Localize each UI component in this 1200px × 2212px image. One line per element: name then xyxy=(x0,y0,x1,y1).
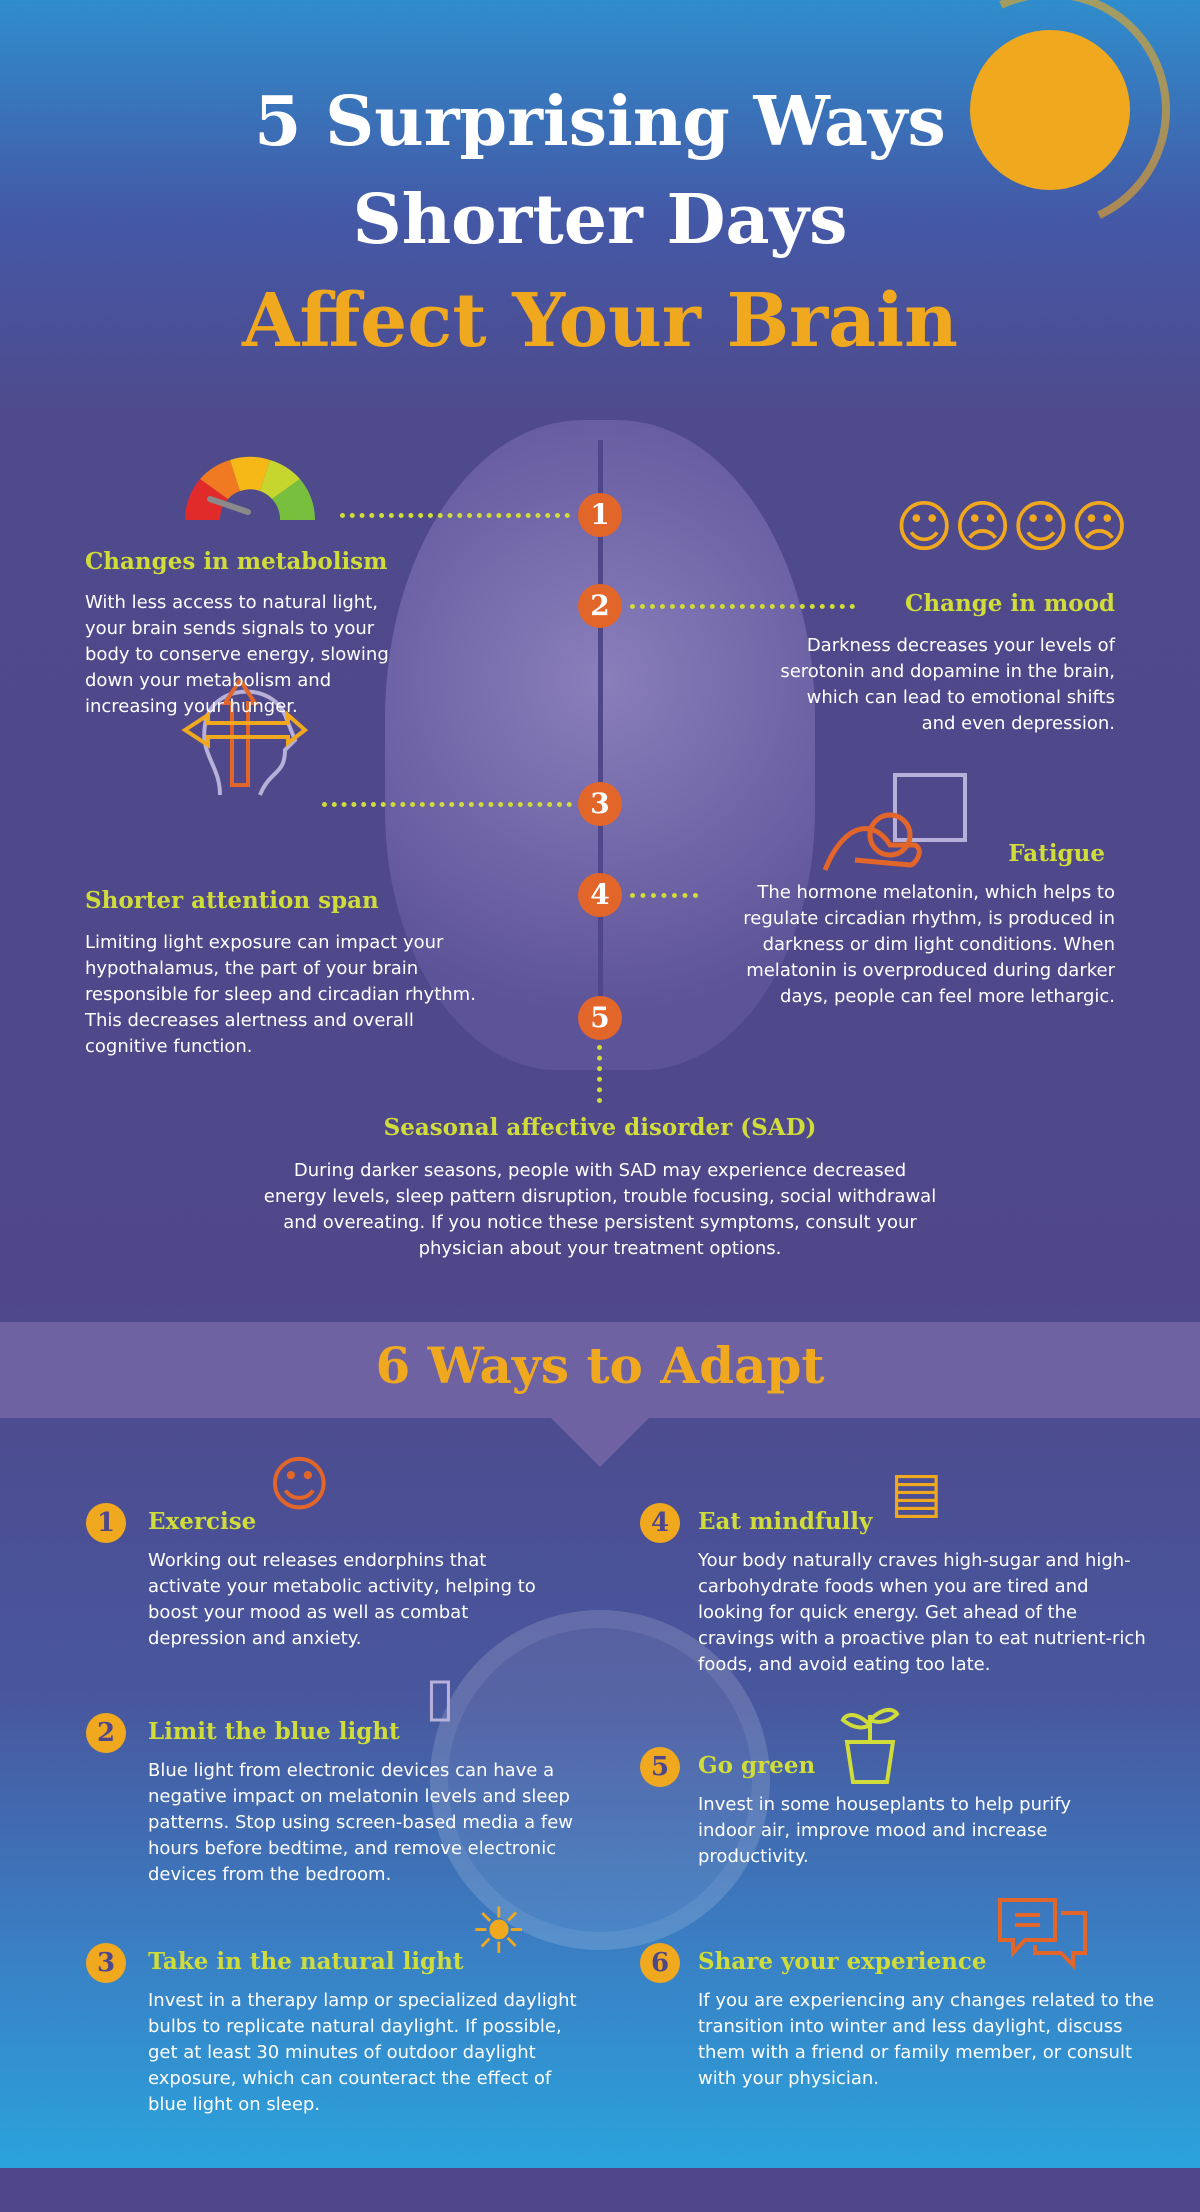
adapt-1-text: Working out releases endorphins that act… xyxy=(148,1550,536,1649)
adapt-1-number: 1 xyxy=(86,1503,126,1543)
adapt-4-text: Your body naturally craves high-sugar an… xyxy=(698,1550,1146,1675)
adapt-banner xyxy=(0,1322,1200,1418)
adapt-2-number: 2 xyxy=(86,1713,126,1753)
sun-icon xyxy=(970,30,1130,190)
tablet-icon: ▯ xyxy=(425,1665,455,1728)
connector-2 xyxy=(630,604,855,609)
adapt-6-title: Share your experience xyxy=(698,1948,987,1975)
adapt-5-text: Invest in some houseplants to help purif… xyxy=(698,1794,1072,1867)
adapt-2-text: Blue light from electronic devices can h… xyxy=(148,1760,574,1885)
adapt-6-text: If you are experiencing any changes rela… xyxy=(698,1990,1155,2089)
mood-swing-icon: ☺☹☺☹ xyxy=(895,495,1129,560)
adapt-1-title: Exercise xyxy=(148,1508,257,1535)
adapt-3-number: 3 xyxy=(86,1943,126,1983)
effect-4-text: The hormone melatonin, which helps to re… xyxy=(743,882,1115,1007)
effect-2-title: Change in mood xyxy=(905,590,1115,617)
connector-5 xyxy=(597,1045,602,1103)
adapt-5-number: 5 xyxy=(640,1747,680,1787)
footer-band xyxy=(0,2168,1200,2212)
marker-5: 5 xyxy=(578,996,622,1040)
effect-5-text: During darker seasons, people with SAD m… xyxy=(263,1160,937,1259)
marker-4: 4 xyxy=(578,873,622,917)
title-line-2: Shorter Days xyxy=(352,180,848,260)
effect-1-title: Changes in metabolism xyxy=(85,548,388,575)
houseplant-icon xyxy=(840,1707,900,1784)
connector-3 xyxy=(322,802,572,807)
exercise-icon: ☺ xyxy=(268,1450,331,1520)
head-arrows-icon xyxy=(181,676,309,796)
effect-3-text: Limiting light exposure can impact your … xyxy=(85,932,476,1057)
connector-4 xyxy=(630,893,698,898)
tired-at-computer-icon xyxy=(822,773,967,871)
effect-5-title: Seasonal affective disorder (SAD) xyxy=(383,1114,817,1141)
adapt-4-title: Eat mindfully xyxy=(698,1508,873,1535)
effect-2-text: Darkness decreases your levels of seroto… xyxy=(780,635,1115,734)
adapt-title: 6 Ways to Adapt xyxy=(375,1336,825,1395)
effect-1-text: With less access to natural light, your … xyxy=(85,592,389,717)
adapt-2-title: Limit the blue light xyxy=(148,1718,400,1745)
marker-1: 1 xyxy=(578,493,622,537)
title-line-3: Affect Your Brain xyxy=(242,278,958,364)
effect-4-title: Fatigue xyxy=(1008,840,1105,867)
marker-2: 2 xyxy=(578,584,622,628)
adapt-3-title: Take in the natural light xyxy=(148,1948,464,1975)
meal-plan-notepad-icon: ▤ xyxy=(890,1460,943,1525)
effect-3-title: Shorter attention span xyxy=(85,887,379,914)
adapt-6-number: 6 xyxy=(640,1943,680,1983)
chat-bubbles-icon xyxy=(998,1898,1087,1970)
sunrise-icon: ☀ xyxy=(470,1895,528,1969)
banner-pointer xyxy=(550,1417,650,1467)
title-line-1: 5 Surprising Ways xyxy=(254,82,946,162)
marker-3: 3 xyxy=(578,782,622,826)
adapt-4-number: 4 xyxy=(640,1503,680,1543)
speedometer-icon xyxy=(185,456,315,520)
adapt-3-text: Invest in a therapy lamp or specialized … xyxy=(148,1990,577,2115)
connector-1 xyxy=(340,513,570,518)
adapt-5-title: Go green xyxy=(698,1752,816,1779)
